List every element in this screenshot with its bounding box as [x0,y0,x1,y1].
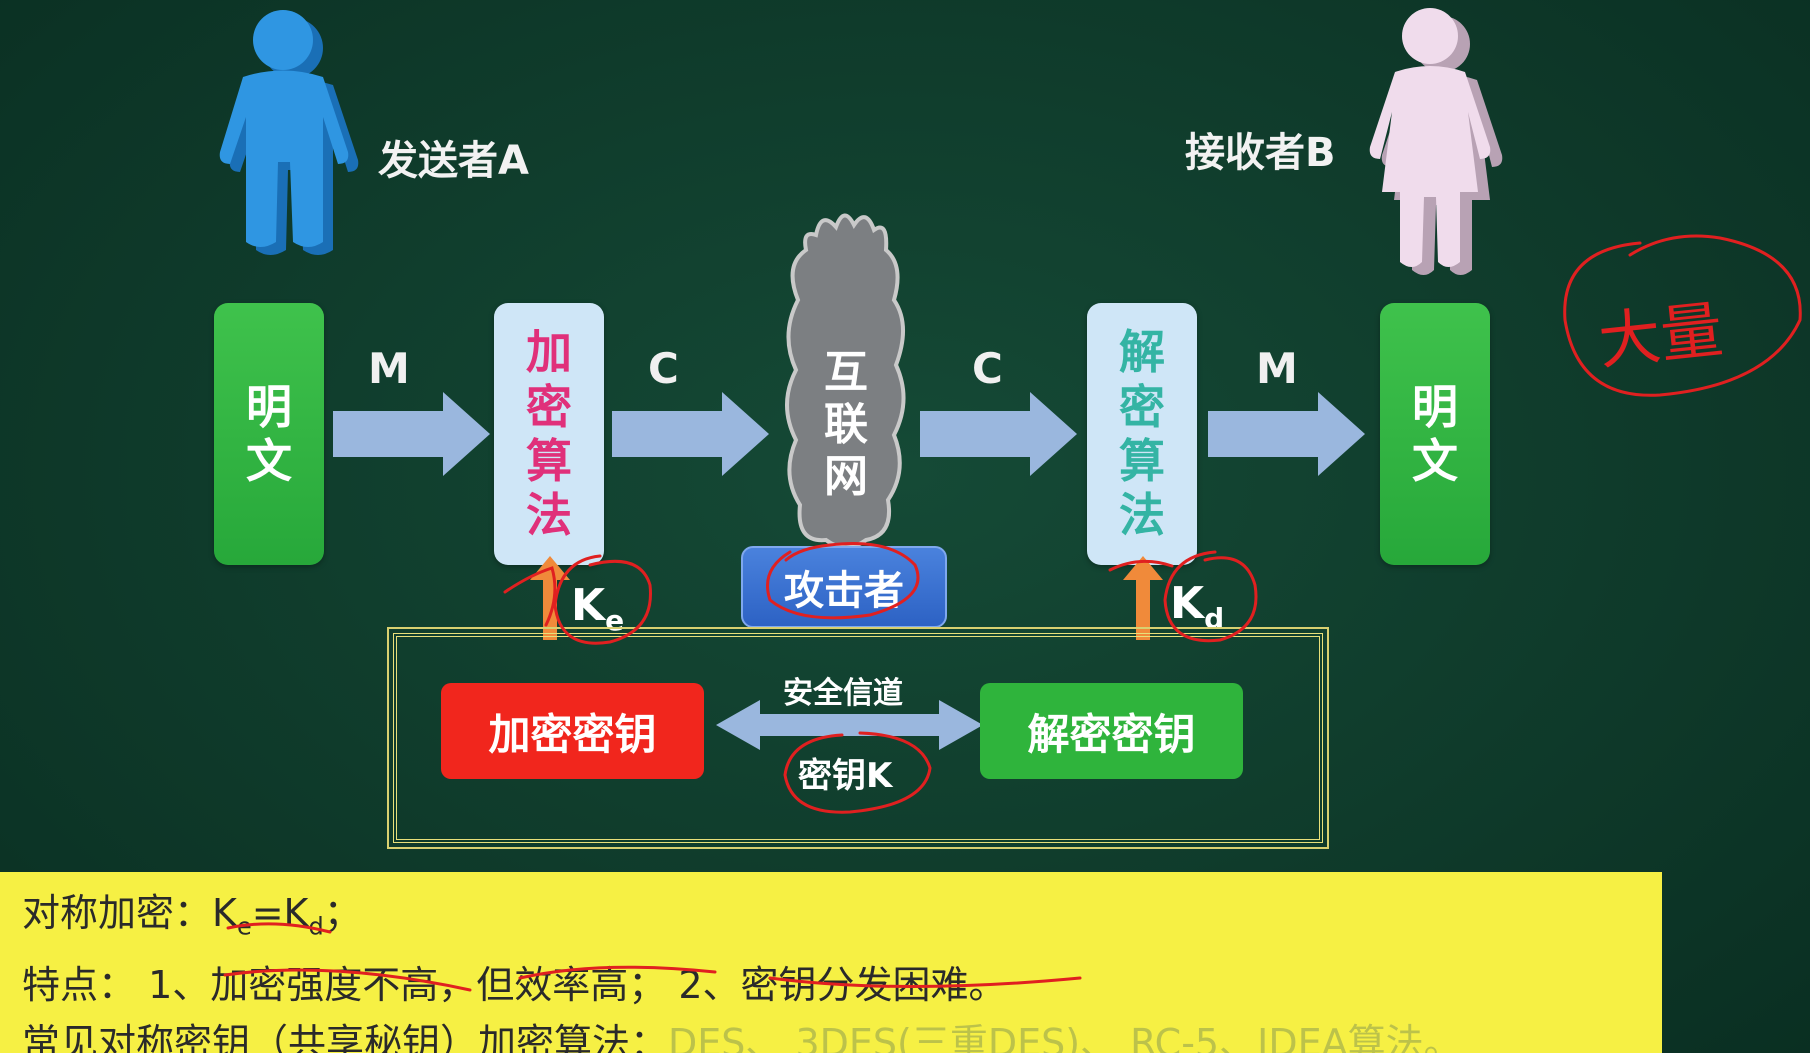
arrow-secure-channel [716,700,983,750]
key-ke-sub: e [605,603,625,637]
key-kd-sub: d [1204,601,1225,635]
key-ke-main: K [571,580,606,631]
attacker-box: 攻击者 [741,546,947,628]
notes-line-1: 对称加密：Ke=Kd； [22,884,1662,956]
sender-label: 发送者A [378,138,529,184]
decrypt-key-box: 解密密钥 [980,683,1243,779]
notes-line1-sub2: d [308,912,324,941]
internet-label: 互 联 网 [796,330,896,520]
arrow-m-left [333,392,490,476]
decrypt-algo-char-2: 密 [1119,379,1165,434]
notes-line-3: 常见对称密钥（共享秘钥）加密算法：DES、 3DES(三重DES)、 RC-5、… [22,1014,1662,1053]
sender-person-icon [219,10,359,255]
annotation-underline-strength [223,968,472,992]
plaintext-left-char-1: 明 [246,379,292,434]
encrypt-algo-char-1: 加 [526,325,572,380]
label-c-left: C [648,344,679,393]
notes-line1-end: ； [323,891,362,935]
label-c-right: C [972,344,1003,393]
encrypt-algo-char-3: 算 [526,434,572,488]
arrow-key-ke [530,556,570,640]
key-k-label: 密钥K [798,756,893,796]
secure-channel-label: 安全信道 [783,676,903,711]
internet-char-2: 联 [824,399,868,451]
decrypt-algorithm-box: 解 密 算 法 [1087,303,1197,565]
secure-channel-frame [387,627,1329,849]
label-m-left: M [368,344,410,393]
decrypt-algo-char-4: 法 [1119,488,1165,543]
notes-line1-prefix: 对称加密： [22,891,213,935]
annotation-key-k-circle [783,731,932,814]
notes-line1-eq: =K [251,891,309,935]
annotation-underline-k [226,922,332,934]
arrow-c-right [920,392,1077,476]
annotation-kd-circle [1163,550,1258,643]
encrypt-key-box: 加密密钥 [441,683,704,779]
handwritten-note-dalian: 大量 [1595,292,1727,379]
notes-panel: 对称加密：Ke=Kd； 特点： 1、加密强度不高，但效率高； 2、密钥分发困难。… [0,872,1662,1053]
internet-char-3: 网 [824,450,868,502]
decrypt-algo-char-3: 算 [1119,434,1165,488]
plaintext-box-left: 明 文 [214,303,324,565]
encrypt-algorithm-box: 加 密 算 法 [494,303,604,565]
annotation-attacker-circle [766,542,920,620]
encrypt-algo-char-4: 法 [526,488,572,543]
annotation-kd-stroke [1108,559,1174,572]
arrow-m-right [1208,392,1365,476]
key-kd-label: Kd [1170,578,1224,635]
plaintext-box-right: 明 文 [1380,303,1490,565]
annotation-underline-efficiency [518,965,717,980]
notes-line3-prefix: 常见对称密钥（共享秘钥）加密算法： [22,1020,669,1053]
internet-char-1: 互 [824,347,868,399]
annotation-dalian-circle [1563,234,1802,397]
plaintext-right-char-1: 明 [1412,379,1458,434]
label-m-right: M [1256,344,1298,393]
encrypt-algo-char-2: 密 [526,379,572,434]
key-kd-main: K [1170,578,1205,629]
receiver-person-icon [1369,8,1503,275]
annotation-underline-distribution [768,976,1082,988]
receiver-label: 接收者B [1185,130,1336,176]
arrow-key-kd [1123,556,1163,640]
arrow-c-left [612,392,769,476]
annotation-ke-stroke [503,566,557,627]
annotation-ke-circle [553,554,652,645]
decrypt-algo-char-1: 解 [1119,325,1165,380]
notes-line3-algorithms: DES、 3DES(三重DES)、 RC-5、IDEA算法。 [668,1020,1462,1053]
plaintext-left-char-2: 文 [246,434,292,488]
plaintext-right-char-2: 文 [1412,434,1458,488]
internet-cloud-shape [785,213,906,550]
key-ke-label: Ke [571,580,624,637]
